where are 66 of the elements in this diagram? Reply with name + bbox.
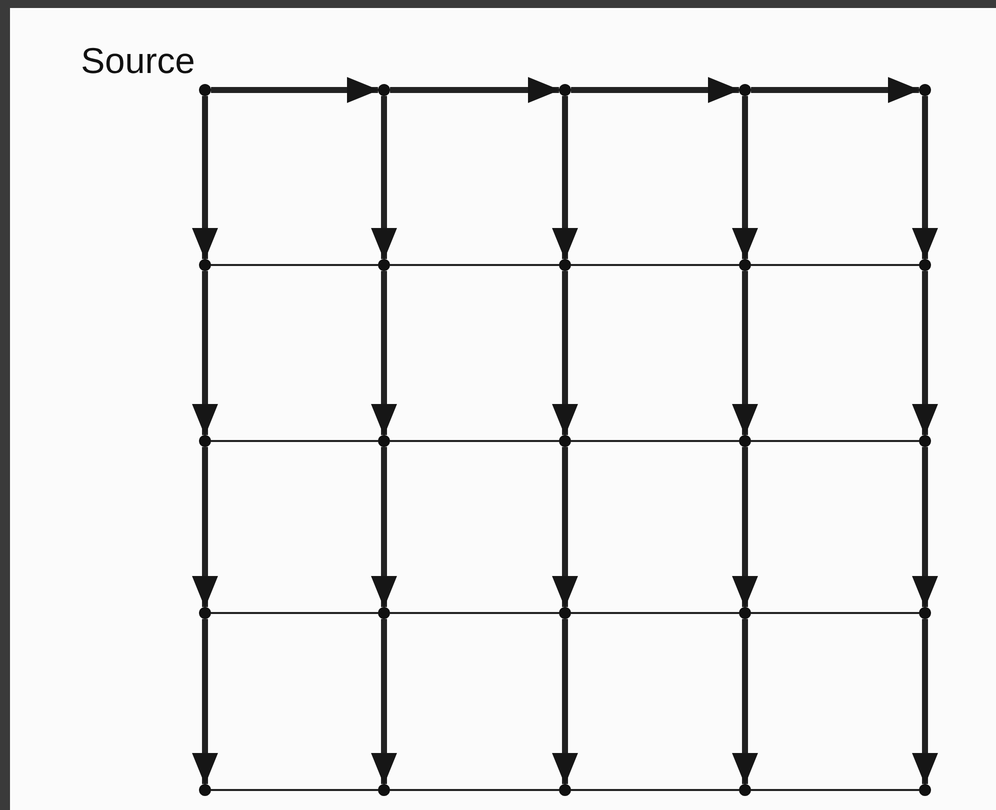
grid-line xyxy=(751,440,919,442)
grid-line xyxy=(571,612,739,614)
grid-node xyxy=(559,435,571,447)
grid-node xyxy=(378,784,390,796)
node-caption: Source xyxy=(80,40,195,82)
grid-node xyxy=(199,607,211,619)
grid-node xyxy=(559,259,571,271)
arrow xyxy=(371,447,397,608)
arrow xyxy=(552,619,578,785)
arrow xyxy=(371,96,397,260)
grid-node xyxy=(199,259,211,271)
grid-node xyxy=(378,607,390,619)
grid-node xyxy=(559,607,571,619)
grid-node xyxy=(739,435,751,447)
grid-line xyxy=(571,264,739,266)
grid-node xyxy=(919,435,931,447)
grid-line xyxy=(211,612,378,614)
arrow xyxy=(371,619,397,785)
grid-node xyxy=(739,259,751,271)
grid-node xyxy=(919,784,931,796)
grid-node xyxy=(199,435,211,447)
arrow xyxy=(732,271,758,436)
arrow xyxy=(732,619,758,785)
arrow xyxy=(192,619,218,785)
grid-node xyxy=(739,607,751,619)
grid-line xyxy=(390,440,559,442)
grid-node xyxy=(559,784,571,796)
arrow xyxy=(192,96,218,260)
arrow xyxy=(751,77,920,103)
grid-node xyxy=(739,84,751,96)
grid-line xyxy=(751,789,919,791)
grid-line xyxy=(571,789,739,791)
arrow xyxy=(371,271,397,436)
grid-node xyxy=(919,84,931,96)
grid-line xyxy=(751,264,919,266)
grid-line xyxy=(751,612,919,614)
arrow xyxy=(211,77,379,103)
grid-line xyxy=(211,264,378,266)
arrow xyxy=(912,96,938,260)
arrow xyxy=(552,96,578,260)
arrow xyxy=(571,77,740,103)
grid-line xyxy=(390,789,559,791)
grid-line xyxy=(211,789,378,791)
grid-node xyxy=(378,259,390,271)
arrow xyxy=(552,271,578,436)
arrow xyxy=(732,96,758,260)
arrow xyxy=(912,619,938,785)
grid-line xyxy=(571,440,739,442)
arrow xyxy=(192,271,218,436)
grid-line xyxy=(390,612,559,614)
arrow xyxy=(192,447,218,608)
grid-node xyxy=(739,784,751,796)
grid-node xyxy=(559,84,571,96)
arrow xyxy=(732,447,758,608)
arrow xyxy=(390,77,560,103)
grid-node xyxy=(199,784,211,796)
grid-line xyxy=(211,440,378,442)
arrow xyxy=(912,271,938,436)
grid-node xyxy=(378,435,390,447)
grid-line xyxy=(390,264,559,266)
arrow xyxy=(912,447,938,608)
grid-node xyxy=(378,84,390,96)
arrow xyxy=(552,447,578,608)
grid-node xyxy=(919,259,931,271)
grid-node xyxy=(919,607,931,619)
grid-node xyxy=(199,84,211,96)
